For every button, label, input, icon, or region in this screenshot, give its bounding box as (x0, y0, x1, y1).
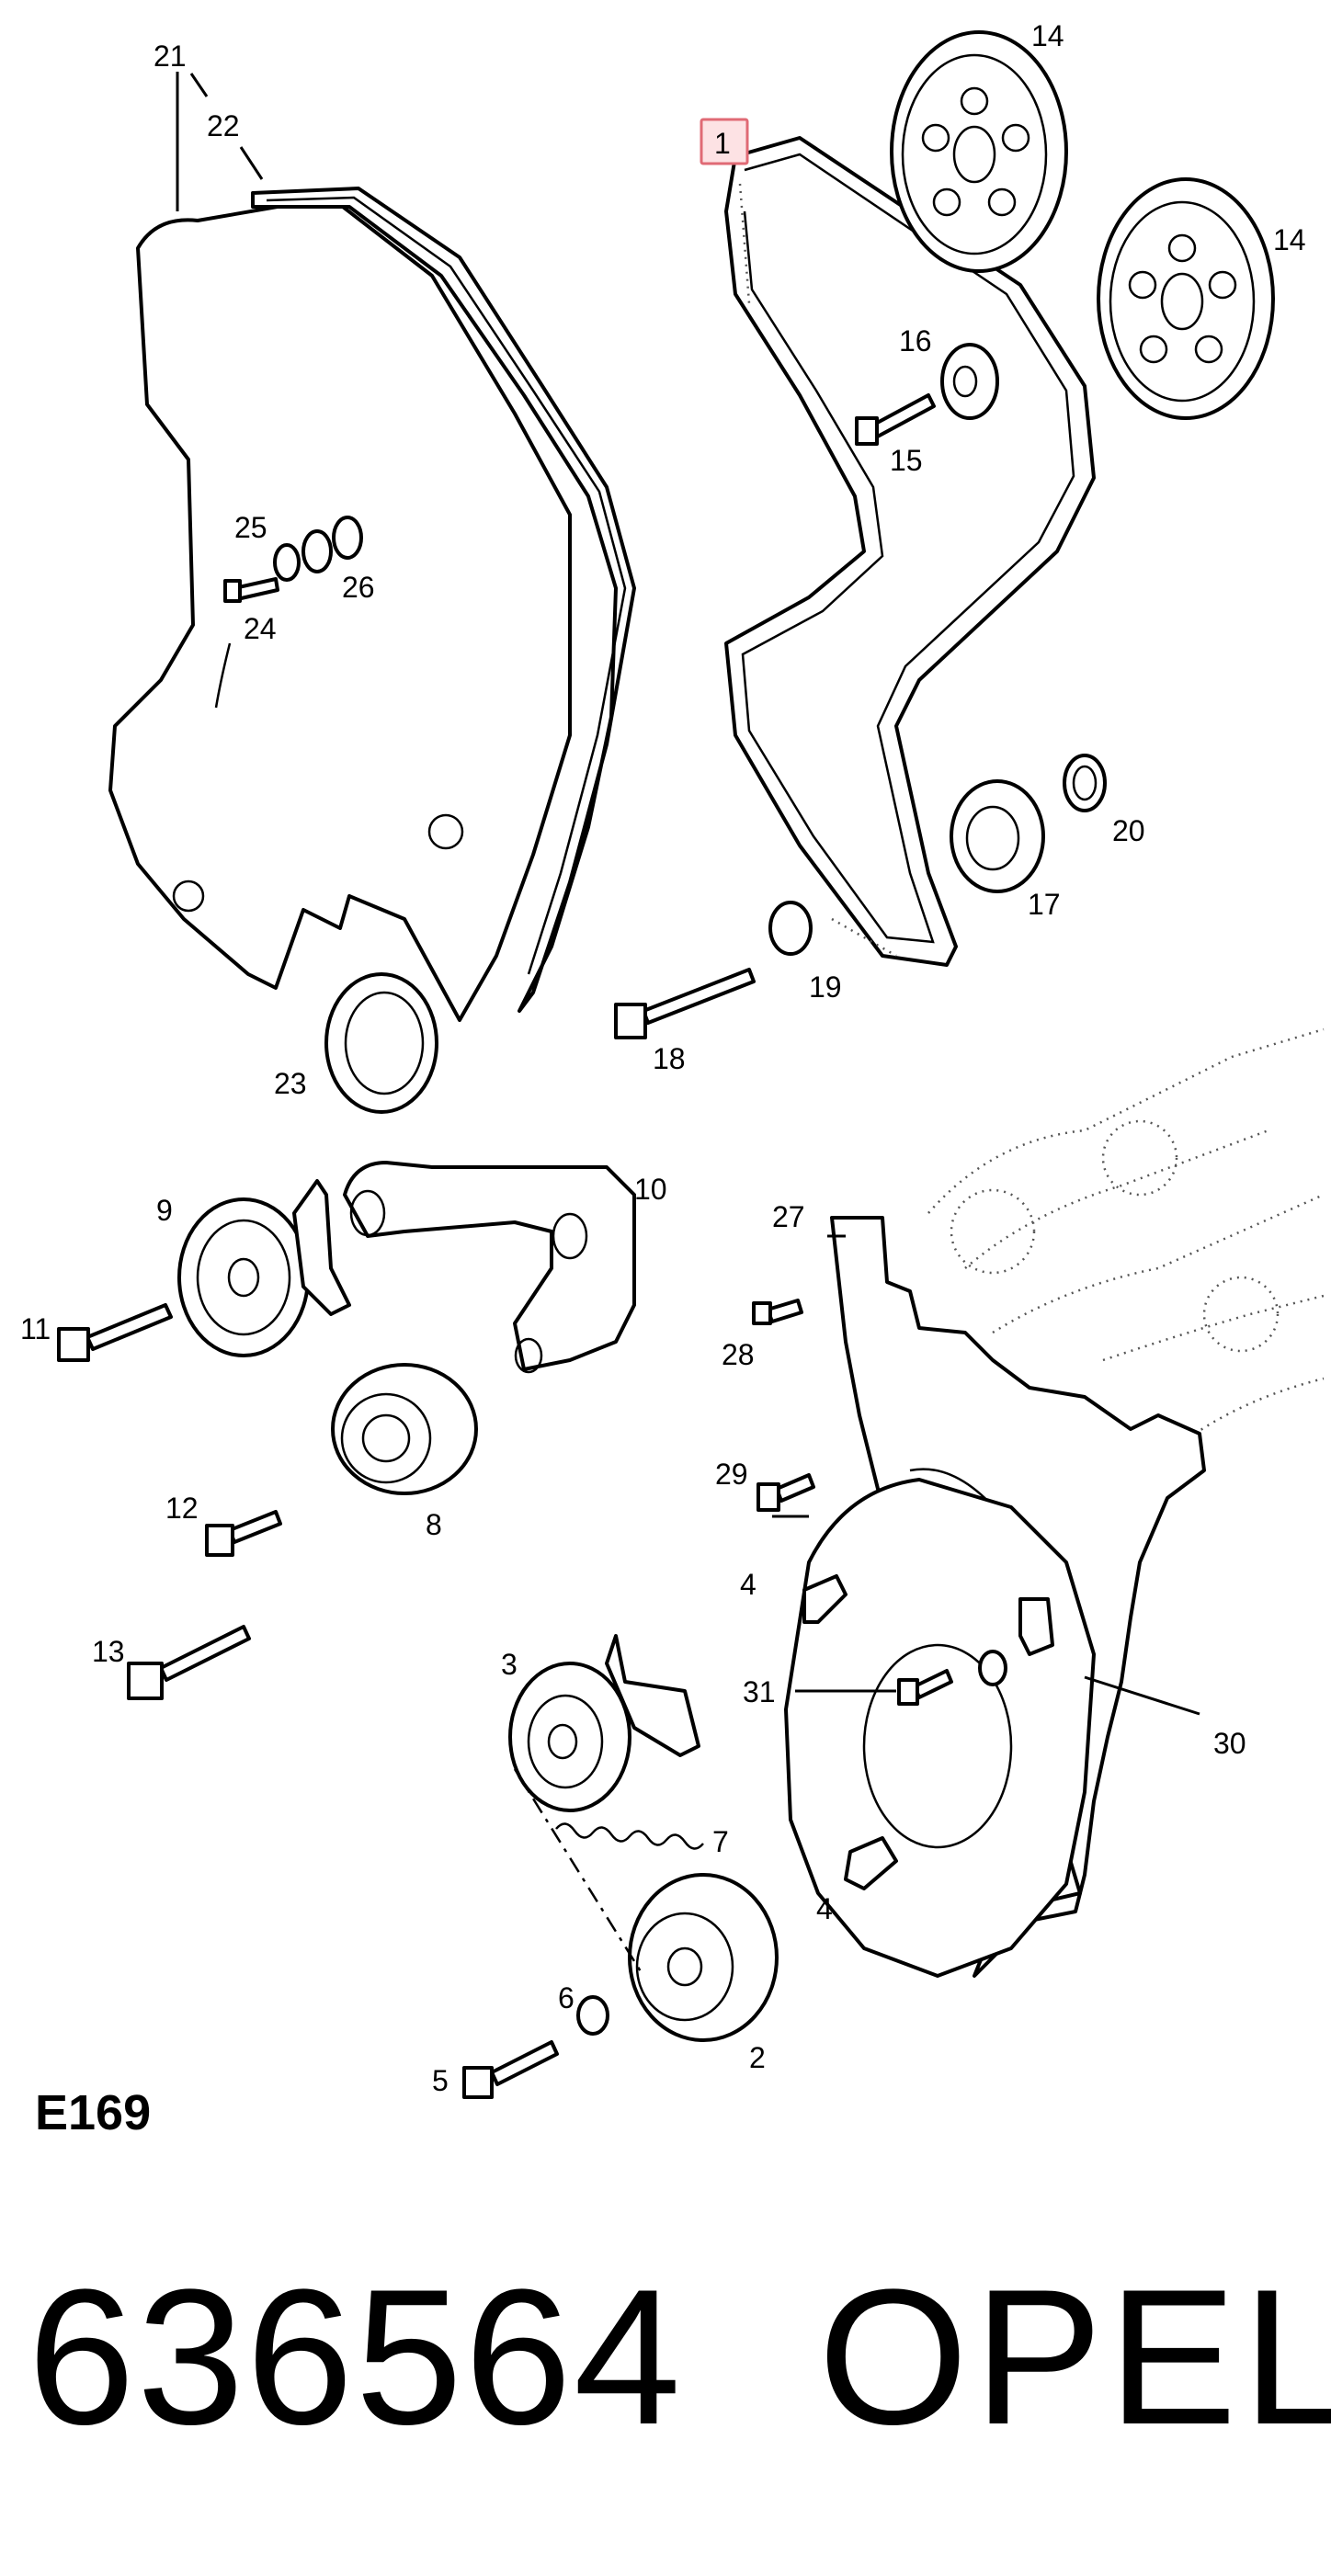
callout-3: 3 (501, 1648, 518, 1681)
leader-lines (176, 72, 1200, 1716)
spring-7 (555, 1822, 704, 1850)
callout-11: 11 (20, 1312, 51, 1345)
callout-12: 12 (165, 1492, 199, 1525)
bolt-5 (462, 2040, 559, 2099)
pulley-2 (628, 1873, 779, 2042)
callout-2: 2 (749, 2041, 766, 2074)
callout-7: 7 (712, 1825, 729, 1858)
crank-bolt (614, 901, 813, 1039)
part-number: 636564 (28, 2249, 683, 2465)
tensioner-3 (508, 1634, 700, 1812)
callout-17: 17 (1028, 888, 1061, 921)
washer-6 (576, 1995, 609, 2036)
callout-1-highlight (700, 118, 749, 165)
callout-8: 8 (426, 1508, 442, 1541)
callout-29: 29 (715, 1458, 748, 1491)
bolt-12 (205, 1510, 282, 1557)
callout-14-lower: 14 (1273, 223, 1306, 256)
callout-4-lower: 4 (816, 1892, 833, 1925)
engine-outline (927, 1027, 1325, 1436)
idler-pulley-16 (855, 343, 999, 446)
callout-21: 21 (154, 40, 187, 73)
callout-10: 10 (634, 1173, 667, 1206)
callout-6: 6 (558, 1981, 574, 2014)
camshaft-sprocket-1 (890, 30, 1068, 273)
bolt-11 (57, 1303, 173, 1362)
callout-4-upper: 4 (740, 1568, 757, 1601)
timing-belt-cover (108, 196, 572, 1022)
callout-23: 23 (274, 1067, 307, 1100)
callout-labels: 1 2 3 4 4 5 6 7 8 9 10 11 12 13 14 14 15… (20, 19, 1306, 2097)
stud-4-upper (802, 1574, 848, 1624)
callout-27: 27 (772, 1200, 805, 1233)
camshaft-sprocket-2 (1097, 177, 1275, 420)
callout-25: 25 (234, 511, 267, 544)
bolt-29 (757, 1473, 815, 1512)
callout-9: 9 (156, 1194, 173, 1227)
callout-14-upper: 14 (1031, 19, 1064, 52)
callout-24: 24 (244, 612, 277, 645)
callout-22: 22 (207, 109, 240, 142)
bolt-31 (897, 1669, 953, 1706)
callout-16: 16 (899, 324, 932, 357)
crankshaft-sprocket (950, 754, 1107, 893)
stud-4-lower (844, 1836, 898, 1890)
cover-fasteners (223, 516, 363, 603)
bolt-28 (752, 1299, 803, 1325)
diagram-code: E169 (35, 2085, 152, 2140)
callout-18: 18 (653, 1042, 686, 1075)
bolt-13 (127, 1625, 251, 1700)
tensioner-9 (177, 1179, 351, 1357)
callout-15: 15 (890, 444, 923, 477)
tensioner-bracket-10 (343, 1161, 636, 1374)
callout-20: 20 (1112, 814, 1145, 847)
callout-19: 19 (809, 970, 842, 1004)
callout-31: 31 (743, 1675, 776, 1708)
callout-5: 5 (432, 2064, 449, 2097)
timing-belt (724, 136, 1096, 967)
brand-name: OPEL (818, 2249, 1331, 2465)
assembly-dash-line (513, 1768, 645, 1977)
callout-1: 1 (714, 127, 731, 160)
callout-26: 26 (342, 571, 375, 604)
callout-13: 13 (92, 1635, 125, 1668)
cover-gasket (251, 187, 636, 1013)
callout-30: 30 (1213, 1727, 1246, 1760)
idler-8 (331, 1363, 478, 1495)
crankshaft-seal (324, 972, 438, 1114)
callout-28: 28 (722, 1338, 755, 1371)
